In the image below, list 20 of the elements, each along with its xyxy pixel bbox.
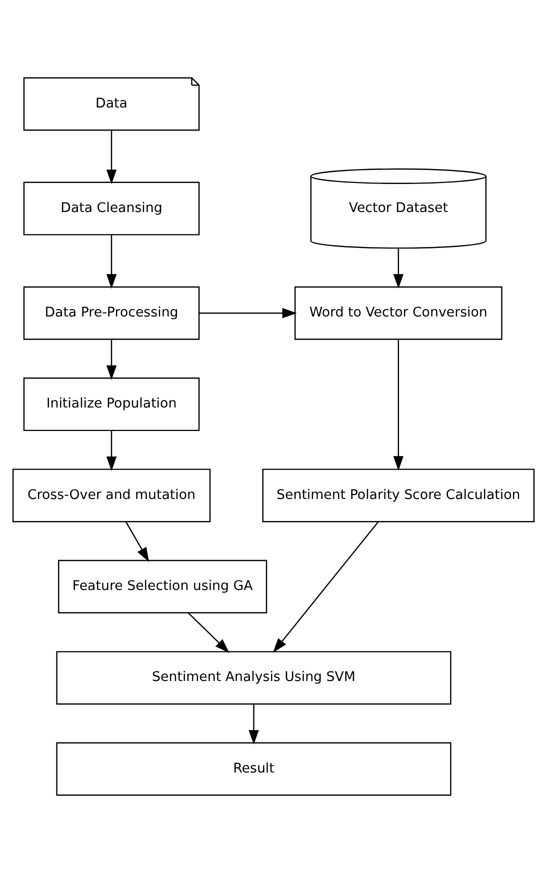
node-box: Initialize Population (23, 377, 200, 431)
arrow (106, 130, 117, 184)
arrow (393, 338, 404, 470)
node-box: Result (56, 742, 452, 796)
node-box: Sentiment Polarity Score Calculation (262, 468, 535, 522)
arrow (393, 248, 404, 288)
node-box: Cross-Over and mutation (12, 468, 211, 522)
arrow (106, 339, 117, 380)
node-box: Data Pre-Processing (23, 286, 200, 340)
arrow (199, 308, 297, 318)
node-box: Data Cleansing (23, 181, 200, 235)
arrow (188, 612, 230, 652)
arrow (125, 521, 150, 562)
arrow (248, 704, 259, 744)
node-box: Feature Selection using GA (58, 559, 268, 613)
arrow (106, 430, 117, 471)
arrow (273, 520, 379, 652)
node-box: Word to Vector Conversion (294, 286, 502, 340)
node-box: Sentiment Analysis Using SVM (56, 650, 452, 704)
arrow (106, 234, 117, 288)
